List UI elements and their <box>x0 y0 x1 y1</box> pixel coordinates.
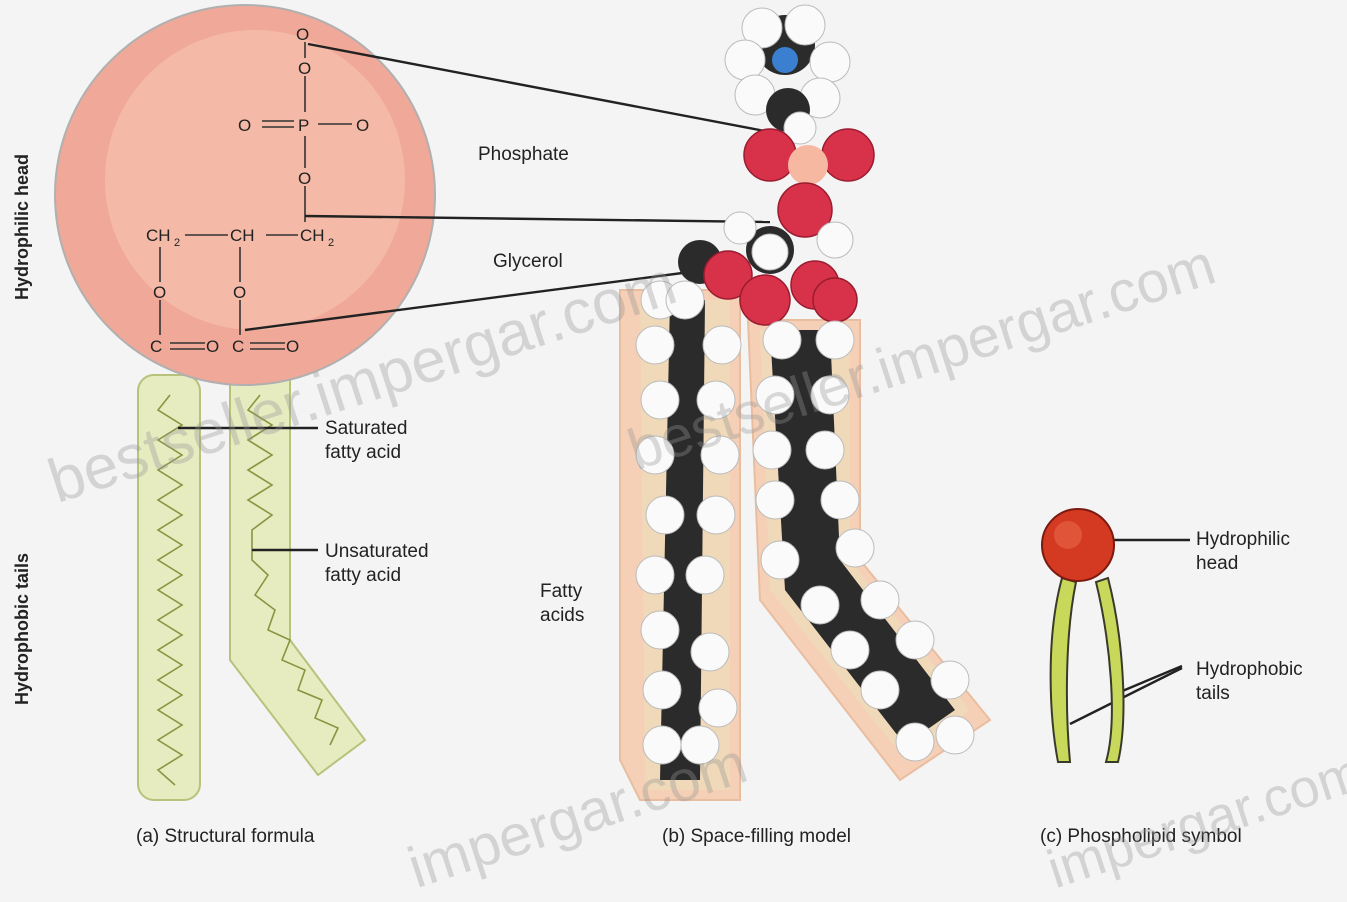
ester-o-2: O <box>286 337 299 356</box>
saturated-tail <box>138 375 200 800</box>
choline-group <box>725 5 850 144</box>
space-filling-model <box>620 5 990 800</box>
fatty-acids-label-line2: acids <box>540 604 584 628</box>
symbol-head-label: Hydrophilic head <box>1196 528 1290 576</box>
diagram-canvas: O O O P O O CH 2 CH CH 2 O O C O C O <box>0 0 1347 858</box>
atom-o-1: O <box>298 59 311 78</box>
structural-formula: O O O P O O CH 2 CH CH 2 O O C O C O <box>55 5 435 800</box>
atom-p: P <box>298 116 309 135</box>
glycerol-label: Glycerol <box>493 250 563 274</box>
ester-o-1: O <box>206 337 219 356</box>
symbol-tails-label-line2: tails <box>1196 682 1303 706</box>
ester-c-1: C <box>150 337 162 356</box>
caption-structural-formula: (a) Structural formula <box>136 826 314 848</box>
hydrophobic-tails-side-label: Hydrophobic tails <box>12 553 33 705</box>
symbol-head-label-line2: head <box>1196 552 1290 576</box>
head-highlight <box>105 30 405 330</box>
atom-o-left: O <box>238 116 251 135</box>
symbol-tail-left <box>1051 578 1076 762</box>
caption-phospholipid-symbol: (c) Phospholipid symbol <box>1040 826 1242 848</box>
unsaturated-label: Unsaturated fatty acid <box>325 540 429 588</box>
symbol-tail-leader-1 <box>1120 666 1182 692</box>
saturated-label-line1: Saturated <box>325 417 407 441</box>
saturated-label-line2: fatty acid <box>325 441 407 465</box>
o-ester-left: O <box>153 283 166 302</box>
phospholipid-diagram: O O O P O O CH 2 CH CH 2 O O C O C O <box>0 0 1347 858</box>
atom-o-right: O <box>356 116 369 135</box>
o-ester-mid: O <box>233 283 246 302</box>
hydrophilic-head-side-label: Hydrophilic head <box>12 154 33 300</box>
atom-o-top: O <box>296 25 309 44</box>
caption-space-filling-model: (b) Space-filling model <box>662 826 851 848</box>
fatty-acids-label: Fatty acids <box>540 580 584 628</box>
ch2-right-subscript: 2 <box>328 237 334 249</box>
ch2-left-subscript: 2 <box>174 237 180 249</box>
ch2-left: CH <box>146 226 171 245</box>
symbol-head-label-line1: Hydrophilic <box>1196 528 1290 552</box>
symbol-tail-leader-2 <box>1070 668 1182 724</box>
atom-o-2: O <box>298 169 311 188</box>
ch2-right: CH <box>300 226 325 245</box>
ch-mid: CH <box>230 226 255 245</box>
nitrogen-atom <box>772 47 798 73</box>
right-fatty-chain <box>753 321 974 761</box>
symbol-tails-label: Hydrophobic tails <box>1196 658 1303 706</box>
symbol-tails-label-line1: Hydrophobic <box>1196 658 1303 682</box>
unsaturated-label-line1: Unsaturated <box>325 540 429 564</box>
ester-c-2: C <box>232 337 244 356</box>
unsaturated-label-line2: fatty acid <box>325 564 429 588</box>
saturated-label: Saturated fatty acid <box>325 417 407 465</box>
symbol-head-highlight <box>1054 521 1082 549</box>
symbol-tail-right <box>1096 578 1123 762</box>
fatty-acids-label-line1: Fatty <box>540 580 584 604</box>
symbol-head <box>1042 509 1114 581</box>
phospholipid-symbol <box>1042 509 1123 762</box>
phosphate-label: Phosphate <box>478 143 569 167</box>
